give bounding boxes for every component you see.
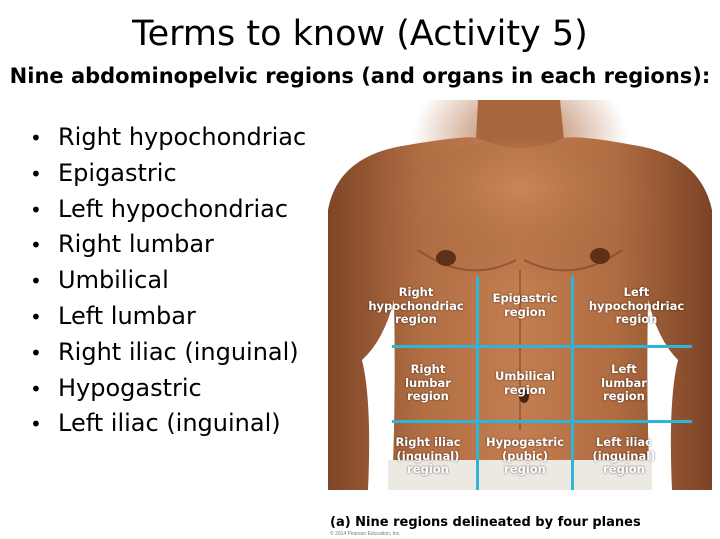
slide-subtitle: Nine abdominopelvic regions (and organs … bbox=[9, 64, 711, 88]
bullet-icon: • bbox=[30, 126, 42, 150]
list-item: •Epigastric bbox=[30, 156, 306, 192]
region-right-hypochondriac: Right hypochondriac region bbox=[368, 285, 464, 326]
bullet-icon: • bbox=[30, 233, 42, 258]
left-vertical-plane bbox=[476, 276, 479, 490]
list-item: •Left lumbar bbox=[30, 299, 306, 335]
bullet-icon: • bbox=[30, 269, 42, 294]
torso-figure: Right hypochondriac region Epigastric re… bbox=[328, 100, 712, 490]
list-item: •Left hypochondriac bbox=[30, 192, 306, 228]
bullet-icon: • bbox=[30, 376, 42, 401]
region-umbilical: Umbilical region bbox=[495, 369, 555, 397]
list-item: •Hypogastric bbox=[30, 371, 306, 407]
slide-title: Terms to know (Activity 5) bbox=[132, 14, 588, 54]
region-right-lumbar: Right lumbar region bbox=[405, 362, 451, 403]
right-vertical-plane bbox=[571, 276, 574, 490]
bullet-icon: • bbox=[30, 340, 42, 365]
bullet-icon: • bbox=[30, 197, 42, 222]
region-left-hypochondriac: Left hypochondriac region bbox=[588, 285, 685, 326]
region-right-iliac: Right iliac (inguinal) region bbox=[395, 435, 461, 476]
bullet-icon: • bbox=[30, 304, 42, 329]
figure-caption: (a) Nine regions delineated by four plan… bbox=[330, 515, 641, 530]
lower-horizontal-plane bbox=[392, 420, 692, 423]
bullet-icon: • bbox=[30, 161, 42, 186]
terms-list: •Right hypochondriac •Epigastric •Left h… bbox=[30, 120, 306, 442]
region-left-iliac: Left iliac (inguinal) region bbox=[592, 435, 656, 476]
region-left-lumbar: Left lumbar region bbox=[601, 362, 647, 403]
figure-copyright: © 2014 Pearson Education, Inc. bbox=[330, 531, 401, 537]
list-item: •Right iliac (inguinal) bbox=[30, 335, 306, 371]
region-epigastric: Epigastric region bbox=[492, 291, 558, 319]
bullet-icon: • bbox=[30, 412, 42, 437]
region-hypogastric: Hypogastric (pubic) region bbox=[485, 435, 565, 476]
list-item: •Left iliac (inguinal) bbox=[30, 406, 306, 442]
upper-horizontal-plane bbox=[392, 345, 692, 348]
list-item: •Right lumbar bbox=[30, 227, 306, 263]
list-item: •Right hypochondriac bbox=[30, 120, 306, 156]
torso-illustration bbox=[328, 100, 712, 490]
list-item: •Umbilical bbox=[30, 263, 306, 299]
